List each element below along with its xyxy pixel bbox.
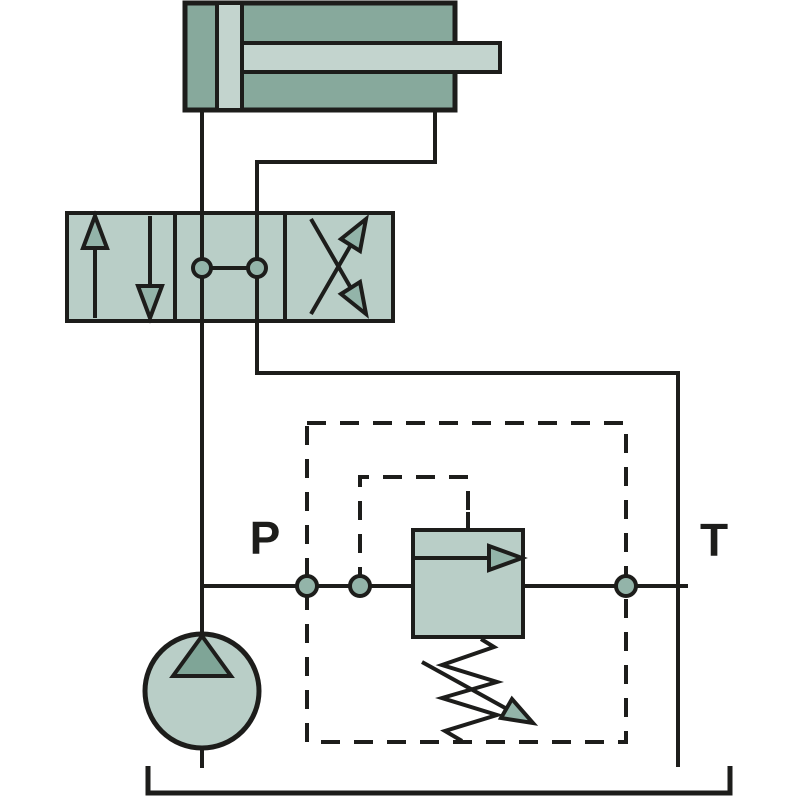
port-circle-left bbox=[191, 257, 213, 279]
relief-valve-body bbox=[411, 528, 525, 639]
relief-flow-arrowhead-icon bbox=[487, 543, 528, 573]
junction-nodes bbox=[295, 574, 638, 598]
valve-position-center-ports bbox=[191, 213, 268, 321]
directional-valve bbox=[65, 210, 395, 324]
up-arrowhead-icon bbox=[80, 210, 110, 250]
crossed-arrowhead-down-icon bbox=[337, 278, 369, 319]
hydraulic-pump bbox=[142, 631, 262, 751]
hydraulic-cylinder bbox=[182, 0, 502, 113]
piston-rod bbox=[240, 41, 502, 74]
pipe-valve-to-tank bbox=[255, 320, 680, 767]
adjustment-arrowhead-icon bbox=[497, 695, 539, 726]
pump-flow-triangle-icon bbox=[169, 632, 235, 678]
pilot-line bbox=[358, 475, 470, 586]
crossed-arrow-shaft-up bbox=[309, 241, 354, 316]
piston bbox=[215, 1, 244, 112]
valve-position-crossed-arrows bbox=[309, 214, 369, 319]
down-arrowhead-icon bbox=[135, 284, 165, 324]
crossed-arrowhead-up-icon bbox=[337, 214, 369, 255]
junction-node-enclosure-left bbox=[295, 574, 319, 598]
tank-port-label: T bbox=[700, 514, 728, 566]
junction-node-pilot bbox=[348, 574, 372, 598]
pressure-relief-valve bbox=[411, 528, 539, 743]
crossed-arrow-shaft-down bbox=[309, 217, 354, 292]
reservoir-symbol bbox=[145, 766, 733, 796]
valve-position-parallel-arrows bbox=[80, 210, 165, 324]
adjustment-arrow-shaft bbox=[421, 660, 508, 711]
pipe-cylinder-rod-to-valve bbox=[255, 110, 437, 214]
pressure-port-label: P bbox=[250, 512, 281, 564]
port-circle-right bbox=[246, 257, 268, 279]
junction-node-enclosure-right bbox=[614, 574, 638, 598]
